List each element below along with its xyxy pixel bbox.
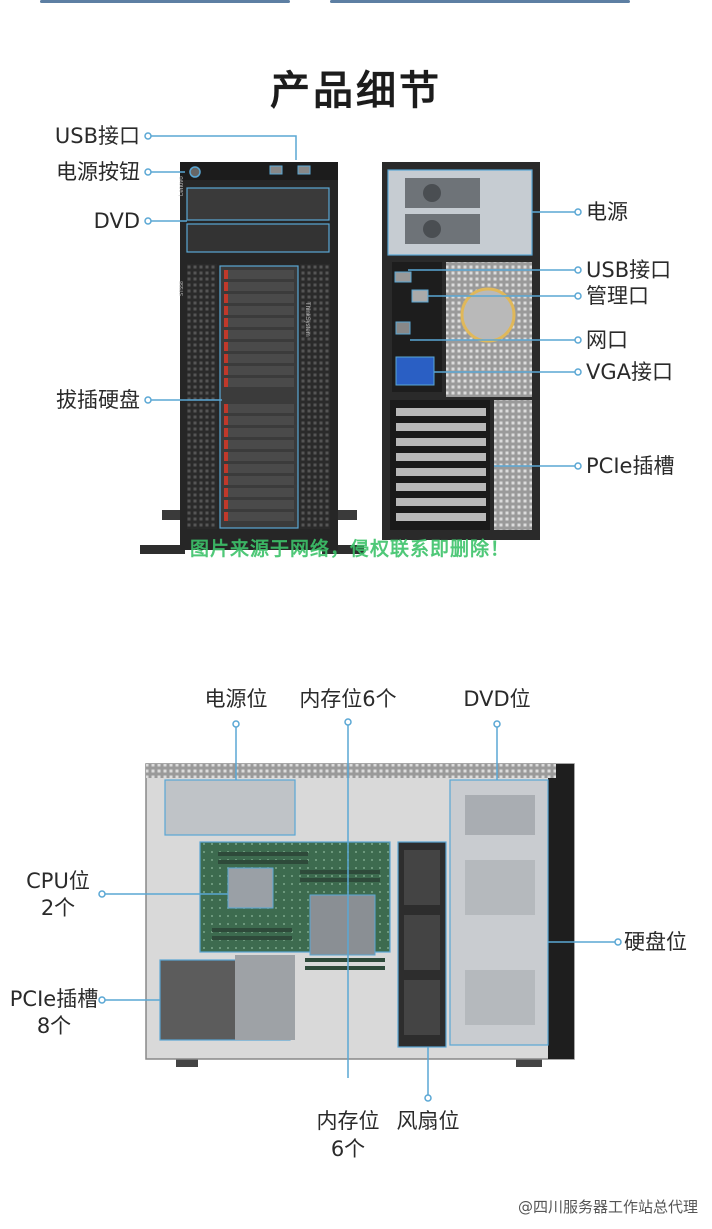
label-rear-pcie-slots: PCIe插槽 — [586, 454, 675, 478]
label-cpu-sockets: CPU位 — [26, 869, 90, 893]
label-rear-usb: USB接口 — [586, 258, 672, 282]
footer-credit: @四川服务器工作站总代理 — [518, 1196, 698, 1217]
watermark-text: 图片来源于网络，侵权联系即删除！ — [190, 538, 511, 560]
label-hot-swap-drives: 拔插硬盘 — [56, 388, 140, 412]
rear-pcie-slots — [396, 408, 486, 521]
front-chassis: ThinkSystem Lenovo ST558 — [140, 162, 364, 554]
interior-memory-slots — [212, 852, 385, 970]
label-front-usb: USB接口 — [54, 124, 140, 148]
label-power-supply: 电源 — [586, 200, 628, 224]
chassis-label-thinksystem: ThinkSystem — [304, 302, 310, 337]
label-drive-bays: 硬盘位 — [624, 930, 687, 954]
label-network-port: 网口 — [586, 328, 628, 352]
page-title: 产品细节 — [270, 68, 442, 114]
chassis-label-model: ST558 — [179, 281, 185, 296]
label-memory-slots-bottom: 内存位 — [316, 1109, 380, 1133]
label-memory-count: 6个 — [330, 1137, 366, 1161]
label-fan-bays: 风扇位 — [396, 1109, 460, 1133]
top-accent-bar — [0, 0, 712, 4]
label-memory-slots-top: 内存位6个 — [299, 687, 397, 711]
label-pcie-slots: PCIe插槽 — [9, 987, 99, 1011]
callout-lines — [98, 132, 622, 1102]
label-pcie-count: 8个 — [36, 1014, 72, 1038]
label-power-button: 电源按钮 — [56, 160, 140, 184]
label-vga-port: VGA接口 — [586, 360, 674, 384]
front-drive-bays — [224, 270, 294, 521]
chassis-label-lenovo: Lenovo — [179, 176, 185, 196]
rear-chassis — [382, 162, 540, 540]
footer-credit-text: @四川服务器工作站总代理 — [517, 1198, 698, 1216]
label-psu-bay: 电源位 — [204, 687, 268, 711]
label-dvd: DVD — [93, 209, 140, 233]
interior-chassis — [145, 763, 575, 1067]
label-cpu-count: 2个 — [40, 896, 76, 920]
label-dvd-bay: DVD位 — [463, 687, 531, 711]
label-management-port: 管理口 — [586, 284, 649, 308]
